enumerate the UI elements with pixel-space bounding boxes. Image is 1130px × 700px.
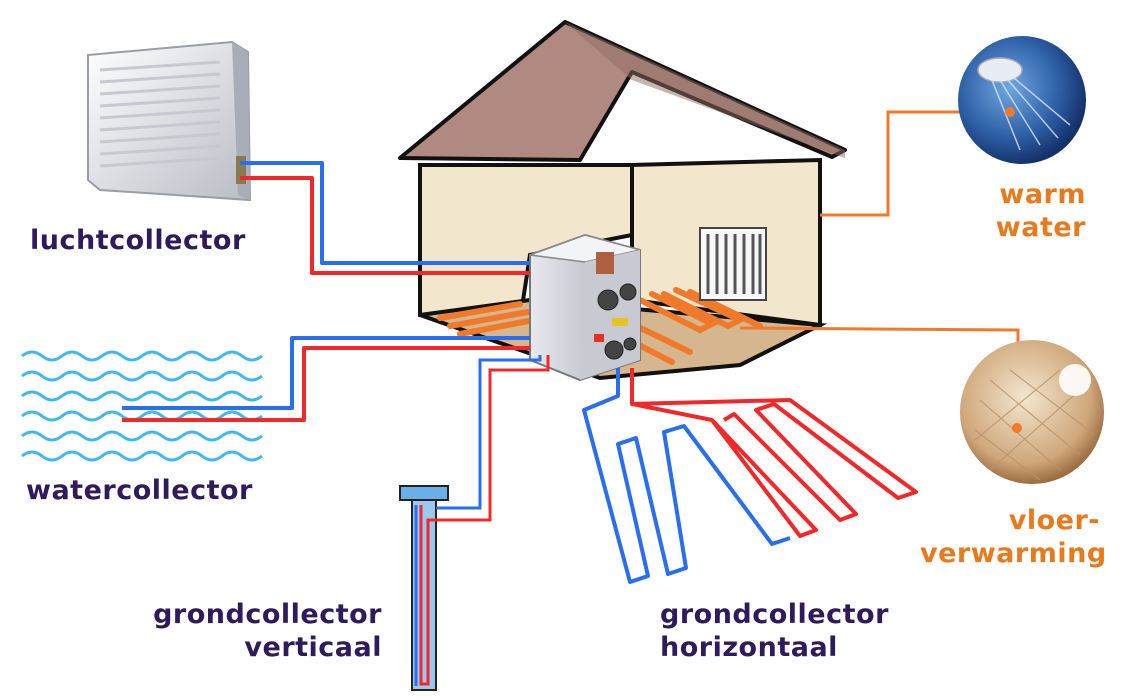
water-collector-pipes [122, 336, 530, 422]
water-waves [21, 350, 263, 462]
horizontal-ground-collector [582, 368, 918, 584]
outdoor-air-unit [87, 40, 252, 202]
air-collector-pipes [240, 161, 530, 275]
heat-pump-unit [529, 233, 641, 382]
house [398, 20, 847, 381]
shower-icon [958, 36, 1086, 164]
label-warm-water-line1: warm [999, 179, 1086, 210]
label-warm-water-line2: water [995, 212, 1086, 243]
label-vloerverwarming-line2: verwarming [920, 538, 1107, 569]
label-watercollector: watercollector [26, 475, 253, 506]
floor-heating-coils [437, 287, 763, 365]
label-vloerverwarming-line1: vloer- [1008, 505, 1100, 536]
house-roof [398, 20, 847, 162]
label-grondcollector-horizontaal-line2: horizontaal [660, 632, 838, 663]
label-grondcollector-horizontaal-line1: grondcollector [660, 599, 889, 630]
floor-heating-icon [960, 340, 1104, 484]
label-luchtcollector: luchtcollector [30, 225, 246, 256]
house-roof-shade [565, 22, 845, 158]
label-grondcollector-verticaal-line1: grondcollector [153, 599, 382, 630]
label-grondcollector-verticaal-line2: verticaal [244, 632, 382, 663]
vertical-ground-collector [399, 355, 550, 691]
radiator [699, 227, 767, 301]
